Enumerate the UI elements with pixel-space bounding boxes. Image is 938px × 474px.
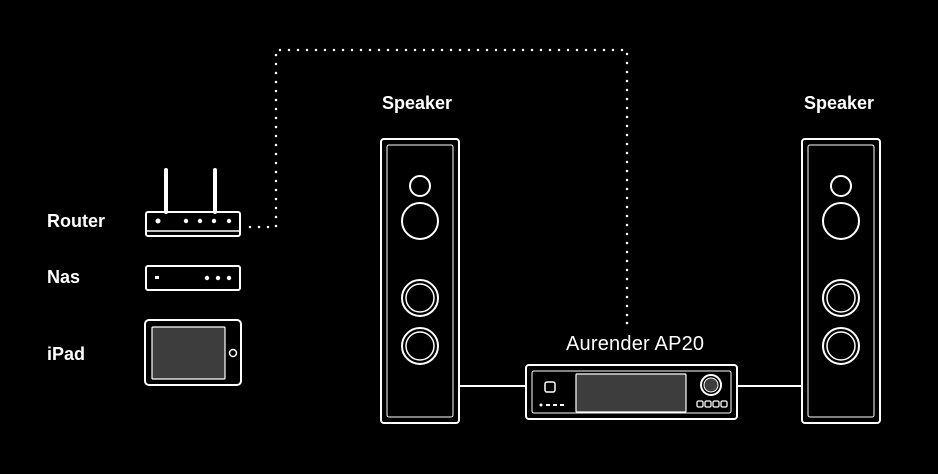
speaker-right-label: Speaker [804,93,875,113]
network-link-endpoint [625,321,629,325]
nas-label: Nas [47,267,81,287]
player-label: Aurender AP20 [566,333,705,355]
nas-icon [145,265,241,291]
ipad-label: iPad [47,344,86,364]
tablet-icon [144,319,242,386]
music-server-icon [525,364,738,420]
floor-speaker-icon-left [380,138,460,424]
router-icon [145,168,241,237]
network-link-dotted [248,48,629,325]
speaker-left-label: Speaker [382,93,453,113]
router-label: Router [47,211,105,231]
floor-speaker-icon-right [801,138,881,424]
